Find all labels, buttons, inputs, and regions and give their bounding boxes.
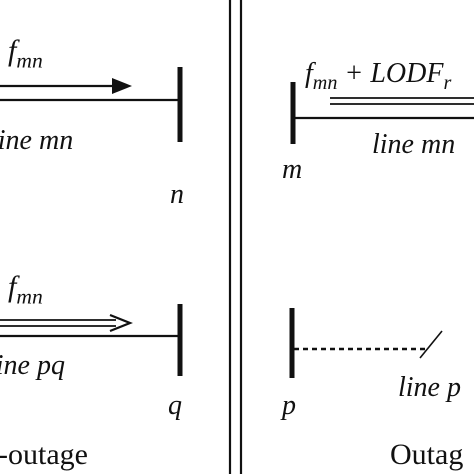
- left-top-line-label: line mn: [0, 125, 74, 156]
- bus-m-label: m: [282, 154, 303, 185]
- line-pq-pointer: [419, 330, 443, 359]
- bus-n-label: n: [170, 179, 184, 210]
- right-caption: Outag: [390, 438, 464, 471]
- left-top-flow-label: fmn: [8, 34, 43, 73]
- right-top-flow-label: fmn + LODFr: [305, 58, 452, 95]
- left-caption: -outage: [0, 438, 88, 471]
- right-top-flow-arrow: [330, 97, 474, 105]
- left-top-flow-arrow: [0, 78, 132, 94]
- left-bottom-flow-arrow: [0, 313, 133, 333]
- bus-p-label: p: [282, 390, 296, 421]
- right-bottom-line-label: line p: [398, 372, 461, 403]
- left-bottom-line-label: line pq: [0, 350, 65, 381]
- right-top-line-label: line mn: [372, 129, 456, 160]
- left-bottom-flow-label: fmn: [8, 270, 43, 309]
- bus-q-label: q: [168, 390, 182, 421]
